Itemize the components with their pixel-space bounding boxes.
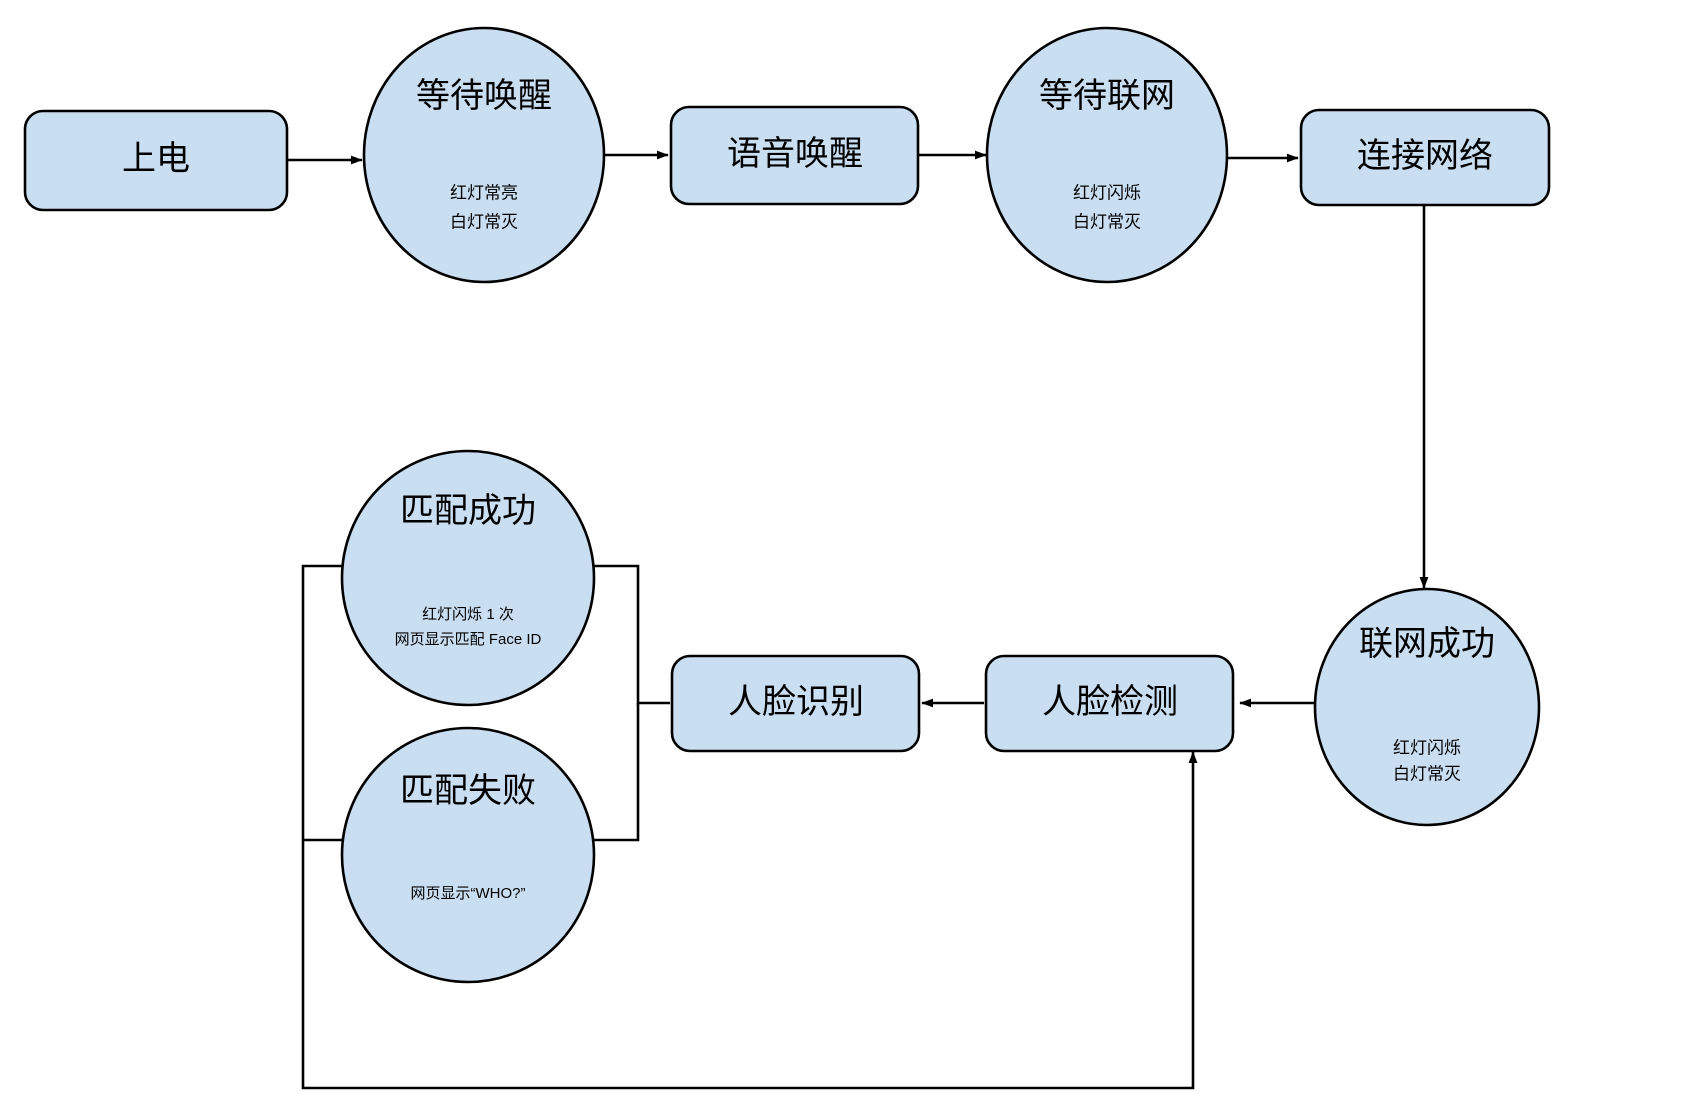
wait-network-label: 等待联网 — [1039, 77, 1175, 115]
node-connect-network[interactable]: 连接网络 — [1299, 108, 1551, 207]
node-wait-network[interactable]: 等待联网 红灯闪烁 白灯常灭 — [985, 26, 1229, 284]
connect-network-label: 连接网络 — [1357, 137, 1493, 175]
match-success-label: 匹配成功 — [400, 492, 536, 530]
match-success-shape[interactable] — [340, 449, 596, 707]
match-fail-sub-line-1: 网页显示“WHO?” — [411, 885, 526, 902]
node-voice-wakeup[interactable]: 语音唤醒 — [669, 105, 920, 206]
wait-wakeup-label: 等待唤醒 — [416, 77, 552, 115]
network-success-shape[interactable] — [1313, 587, 1541, 827]
match-fail-label: 匹配失败 — [400, 772, 536, 810]
node-face-detect[interactable]: 人脸检测 — [984, 654, 1235, 753]
match-fail-shape[interactable] — [340, 726, 596, 984]
wait-wakeup-sub-line-2: 白灯常灭 — [450, 212, 518, 231]
face-detect-shape[interactable] — [984, 654, 1235, 753]
voice-wakeup-label: 语音唤醒 — [727, 135, 863, 173]
wait-wakeup-shape[interactable] — [362, 26, 606, 284]
node-network-success[interactable]: 联网成功 红灯闪烁 白灯常灭 — [1313, 587, 1541, 827]
face-detect-label: 人脸检测 — [1042, 683, 1178, 721]
network-success-label: 联网成功 — [1359, 625, 1495, 663]
node-match-success[interactable]: 匹配成功 红灯闪烁 1 次 网页显示匹配 Face ID — [340, 449, 596, 707]
match-success-sub-line-2: 网页显示匹配 Face ID — [395, 631, 542, 648]
connect-network-shape[interactable] — [1299, 108, 1551, 207]
voice-wakeup-shape[interactable] — [669, 105, 920, 206]
node-wait-wakeup[interactable]: 等待唤醒 红灯常亮 白灯常灭 — [362, 26, 606, 284]
wait-network-sub-line-2: 白灯常灭 — [1073, 212, 1141, 231]
wait-wakeup-sub-line-1: 红灯常亮 — [450, 183, 518, 202]
network-success-sub-line-1: 红灯闪烁 — [1393, 738, 1461, 757]
wait-network-shape[interactable] — [985, 26, 1229, 284]
node-match-fail[interactable]: 匹配失败 网页显示“WHO?” — [340, 726, 596, 984]
power-on-label: 上电 — [122, 140, 190, 178]
face-recognize-label: 人脸识别 — [728, 683, 864, 721]
face-recognize-shape[interactable] — [670, 654, 921, 753]
network-success-sub-line-2: 白灯常灭 — [1393, 764, 1461, 783]
node-face-recognize[interactable]: 人脸识别 — [670, 654, 921, 753]
node-power-on[interactable]: 上电 — [23, 109, 289, 212]
power-on-shape[interactable] — [23, 109, 289, 212]
match-success-sub-line-1: 红灯闪烁 1 次 — [422, 606, 514, 623]
wait-network-sub-line-1: 红灯闪烁 — [1073, 183, 1141, 202]
